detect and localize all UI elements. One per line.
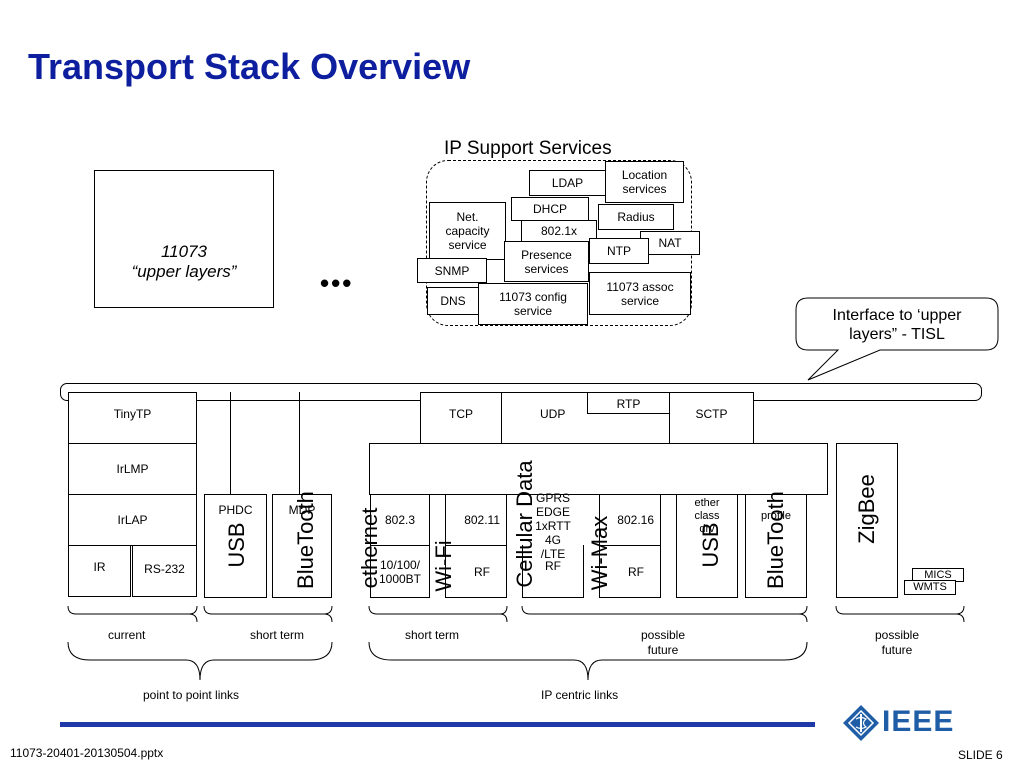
- brace-label-possible-future-1: possible future: [640, 628, 686, 657]
- wimax-rf-box: RF: [599, 545, 661, 598]
- ether-class-box: ether class drv: [676, 494, 738, 598]
- ellipsis: •••: [320, 268, 354, 298]
- footer-slide-number: SLIDE 6: [958, 748, 1003, 762]
- mdp-box: MDP: [272, 494, 332, 598]
- snmp-box: SNMP: [417, 258, 487, 283]
- ieee-logo-text: IEEE: [882, 705, 955, 738]
- profile-box: profile: [745, 494, 807, 598]
- usb-line: [230, 392, 231, 495]
- wifi-rf-box: RF: [445, 545, 507, 598]
- dhcp-box: DHCP: [511, 197, 589, 221]
- ieee-logo: IEEE: [842, 704, 962, 741]
- zigbee-box: [836, 443, 898, 598]
- phdc-box: PHDC: [204, 494, 267, 598]
- rtp-box: RTP: [587, 392, 670, 414]
- ieee-diamond-icon: [843, 705, 879, 741]
- assoc-service-box: 11073 assoc service: [589, 272, 691, 315]
- sctp-box: SCTP: [669, 392, 754, 444]
- e10100-box: 10/100/ 1000BT: [370, 545, 430, 598]
- dns-box: DNS: [427, 287, 479, 315]
- brace-label-ip-centric: IP centric links: [541, 688, 619, 702]
- location-services-box: Location services: [605, 161, 684, 203]
- upper-layers-line2: “upper layers”: [131, 262, 237, 281]
- irlmp-box: IrLMP: [68, 443, 197, 495]
- bluetooth-line: [299, 392, 300, 495]
- e80216-box: 802.16: [599, 494, 661, 546]
- gprs-box: GPRS EDGE 1xRTT 4G /LTE: [535, 491, 571, 561]
- wmts-box: WMTS: [904, 580, 956, 595]
- ldap-box: LDAP: [529, 170, 606, 196]
- ip-support-title: IP Support Services: [444, 138, 612, 159]
- ir-box: IR: [68, 545, 131, 597]
- irlap-box: IrLAP: [68, 494, 197, 546]
- cellular-rf-label: RF: [545, 559, 561, 573]
- footer-bar: [60, 722, 815, 727]
- brace-label-current: current: [108, 628, 146, 642]
- config-service-box: 11073 config service: [478, 283, 588, 325]
- e80211-box: 802.11: [445, 494, 507, 546]
- ip-network-box: [369, 443, 828, 495]
- callout-text: Interface to ‘upper layers” - TISL: [832, 307, 962, 343]
- e8023-box: 802.3: [370, 494, 430, 546]
- footer-filename: 11073-20401-20130504.pptx: [10, 746, 164, 760]
- page-title: Transport Stack Overview: [28, 46, 471, 87]
- rs232-box: RS-232: [132, 545, 197, 597]
- upper-layers-box: 11073 “upper layers”: [94, 170, 274, 308]
- brace-label-short-term-1: short term: [250, 628, 305, 642]
- radius-box: Radius: [598, 204, 674, 230]
- nat-box: NAT: [640, 231, 700, 255]
- cellular-rf-box: [522, 545, 584, 598]
- mics-box: MICS: [912, 568, 964, 582]
- brace-label-possible-future-2: possible future: [874, 628, 920, 657]
- net-capacity-box: Net. capacity service: [429, 202, 506, 260]
- presence-services-box: Presence services: [504, 241, 589, 282]
- ntp-box: NTP: [589, 238, 649, 264]
- brace-label-short-term-2: short term: [405, 628, 460, 642]
- brace-label-point-to-point: point to point links: [143, 688, 240, 702]
- upper-layers-line1: 11073: [160, 242, 207, 261]
